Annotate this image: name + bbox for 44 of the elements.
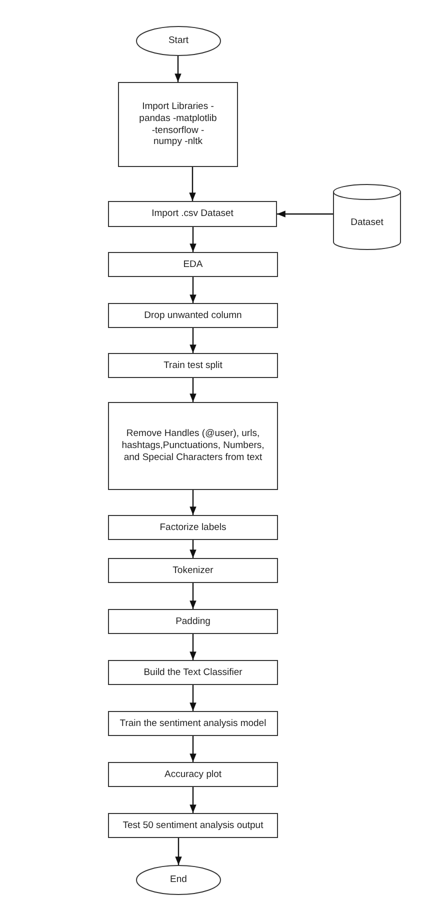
process-box <box>108 353 278 378</box>
arrow <box>190 787 196 813</box>
process-box <box>108 303 278 328</box>
process-box <box>108 762 278 787</box>
process-box <box>108 252 278 277</box>
process-box <box>108 609 278 634</box>
node-label: Train the sentiment analysis model <box>118 718 268 730</box>
process-box <box>108 402 278 490</box>
arrow <box>190 540 196 558</box>
arrow <box>190 490 196 515</box>
node-label: Remove Handles (@user), urls, hashtags,Punctuations, Numbers, and Special Characters from text <box>120 428 266 464</box>
arrow <box>189 167 196 201</box>
node-label: Build the Text Classifier <box>142 666 244 678</box>
node-label: Accuracy plot <box>163 768 223 780</box>
arrow <box>190 328 196 353</box>
arrow <box>174 56 182 82</box>
process-box <box>108 201 277 227</box>
process-box <box>108 558 278 583</box>
arrow <box>175 838 182 865</box>
arrow <box>190 583 196 609</box>
node-label: EDA <box>182 258 204 270</box>
arrow <box>190 736 196 762</box>
node-label: Train test split <box>162 360 224 372</box>
arrow <box>190 227 196 252</box>
process-box <box>118 82 238 167</box>
node-label: Test 50 sentiment analysis output <box>122 820 264 832</box>
node-label: Tokenizer <box>172 564 214 576</box>
node-label: Factorize labels <box>158 522 228 534</box>
arrow <box>190 685 196 711</box>
arrow <box>190 634 196 660</box>
process-box <box>108 660 278 685</box>
arrow <box>190 277 196 303</box>
arrow <box>190 378 196 402</box>
node-label: Start <box>167 35 190 47</box>
node-label: Import .csv Dataset <box>150 208 234 220</box>
process-box <box>108 813 278 838</box>
node-label: Drop unwanted column <box>143 310 243 322</box>
node-label: End <box>169 874 188 886</box>
node-label: Import Libraries -pandas -matplotlib -tensorflow -numpy -nltk <box>138 100 218 148</box>
node-label: Dataset <box>350 217 384 229</box>
process-box <box>108 515 278 540</box>
process-box <box>108 711 278 736</box>
arrow <box>277 210 333 218</box>
node-label: Padding <box>174 616 212 628</box>
